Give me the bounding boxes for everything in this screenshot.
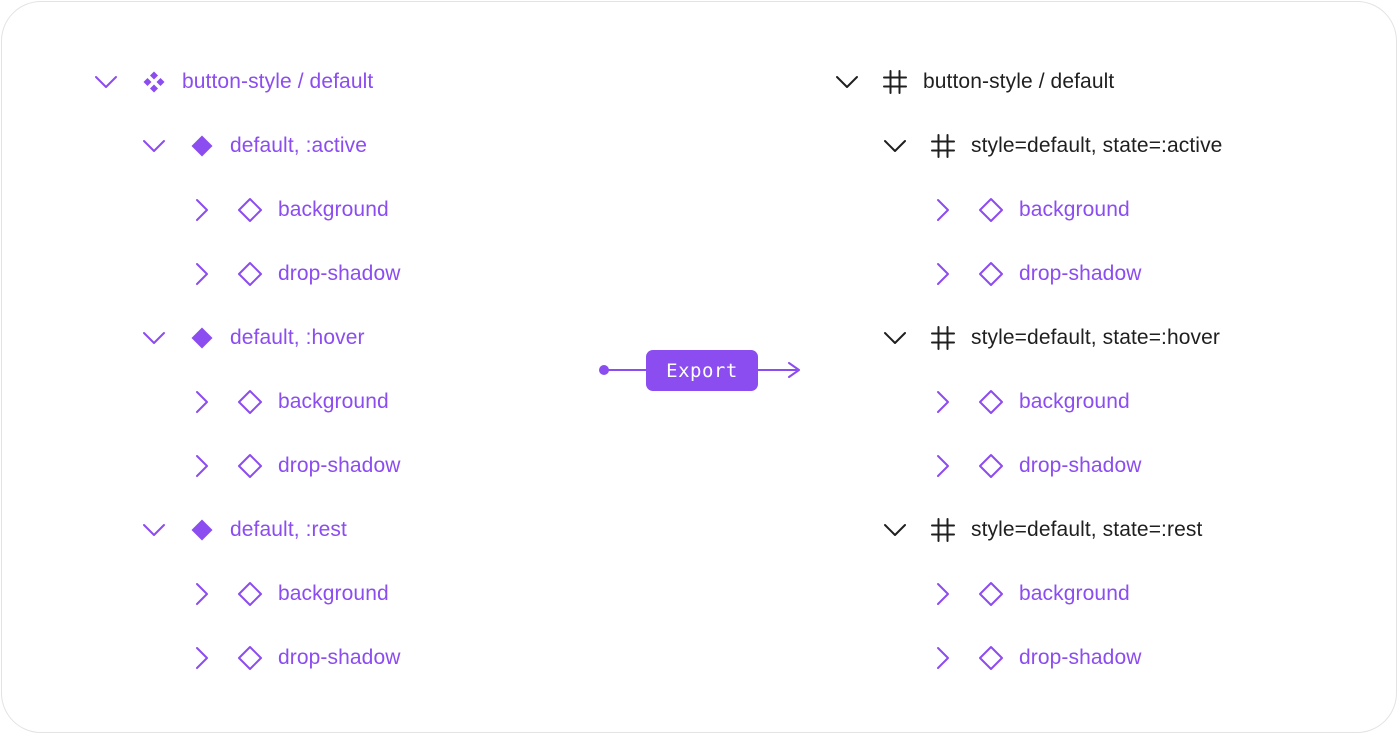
instance-icon xyxy=(975,258,1007,290)
layer-label: style=default, state=:hover xyxy=(971,326,1221,349)
chevron-down-icon[interactable] xyxy=(138,514,170,546)
layer-label: button-style / default xyxy=(182,70,374,93)
connector-line xyxy=(757,369,797,371)
chevron-down-icon[interactable] xyxy=(831,66,863,98)
layer-label: default, :rest xyxy=(230,518,347,541)
instance-icon xyxy=(975,642,1007,674)
tree-row-variant[interactable]: style=default, state=:hover xyxy=(831,306,1222,370)
layer-label: background xyxy=(278,582,389,605)
chevron-right-icon[interactable] xyxy=(927,450,959,482)
tree-row-child[interactable]: drop-shadow xyxy=(90,434,401,498)
source-layer-tree: button-style / default default, :active … xyxy=(90,50,401,690)
instance-icon xyxy=(234,258,266,290)
instance-icon xyxy=(975,450,1007,482)
chevron-right-icon[interactable] xyxy=(927,578,959,610)
frame-icon xyxy=(927,130,959,162)
layer-label: drop-shadow xyxy=(1019,454,1142,477)
layer-label: background xyxy=(1019,198,1130,221)
chevron-down-icon[interactable] xyxy=(879,130,911,162)
tree-row-variant[interactable]: style=default, state=:rest xyxy=(831,498,1222,562)
tree-row-child[interactable]: drop-shadow xyxy=(831,434,1222,498)
component-icon xyxy=(186,322,218,354)
chevron-right-icon[interactable] xyxy=(186,642,218,674)
export-button[interactable]: Export xyxy=(646,350,758,391)
instance-icon xyxy=(234,578,266,610)
layer-label: background xyxy=(278,198,389,221)
layer-label: background xyxy=(278,390,389,413)
connector-start-dot xyxy=(599,365,609,375)
exported-layer-tree: button-style / default style=default, st… xyxy=(831,50,1222,690)
instance-icon xyxy=(234,450,266,482)
component-set-icon xyxy=(138,66,170,98)
tree-row-variant[interactable]: default, :active xyxy=(90,114,401,178)
component-icon xyxy=(186,130,218,162)
tree-row-variant[interactable]: default, :hover xyxy=(90,306,401,370)
tree-row-child[interactable]: background xyxy=(90,562,401,626)
tree-row-child[interactable]: drop-shadow xyxy=(90,626,401,690)
chevron-right-icon[interactable] xyxy=(186,194,218,226)
chevron-right-icon[interactable] xyxy=(186,578,218,610)
chevron-right-icon[interactable] xyxy=(186,450,218,482)
tree-row-child[interactable]: drop-shadow xyxy=(90,242,401,306)
chevron-right-icon[interactable] xyxy=(927,386,959,418)
arrow-right-icon xyxy=(787,362,801,383)
chevron-right-icon[interactable] xyxy=(927,258,959,290)
chevron-down-icon[interactable] xyxy=(138,130,170,162)
chevron-right-icon[interactable] xyxy=(927,194,959,226)
export-connector: Export xyxy=(599,350,804,391)
instance-icon xyxy=(234,642,266,674)
component-icon xyxy=(186,514,218,546)
layer-label: style=default, state=:rest xyxy=(971,518,1203,541)
frame-icon xyxy=(879,66,911,98)
tree-row-child[interactable]: background xyxy=(831,562,1222,626)
chevron-down-icon[interactable] xyxy=(90,66,122,98)
tree-row-child[interactable]: drop-shadow xyxy=(831,626,1222,690)
layer-label: button-style / default xyxy=(923,70,1115,93)
frame-icon xyxy=(927,322,959,354)
instance-icon xyxy=(975,386,1007,418)
layer-label: drop-shadow xyxy=(278,454,401,477)
layer-label: drop-shadow xyxy=(1019,262,1142,285)
layer-label: default, :active xyxy=(230,134,368,157)
layer-label: style=default, state=:active xyxy=(971,134,1223,157)
instance-icon xyxy=(975,194,1007,226)
tree-row-root[interactable]: button-style / default xyxy=(831,50,1222,114)
chevron-down-icon[interactable] xyxy=(879,514,911,546)
layer-label: background xyxy=(1019,390,1130,413)
layer-label: default, :hover xyxy=(230,326,365,349)
instance-icon xyxy=(975,578,1007,610)
tree-row-child[interactable]: background xyxy=(90,178,401,242)
instance-icon xyxy=(234,386,266,418)
layer-label: drop-shadow xyxy=(278,262,401,285)
tree-row-variant[interactable]: default, :rest xyxy=(90,498,401,562)
frame-icon xyxy=(927,514,959,546)
connector-line xyxy=(605,369,647,371)
tree-row-root[interactable]: button-style / default xyxy=(90,50,401,114)
chevron-right-icon[interactable] xyxy=(186,386,218,418)
tree-row-child[interactable]: drop-shadow xyxy=(831,242,1222,306)
layer-label: drop-shadow xyxy=(278,646,401,669)
chevron-right-icon[interactable] xyxy=(186,258,218,290)
instance-icon xyxy=(234,194,266,226)
tree-row-child[interactable]: background xyxy=(831,178,1222,242)
tree-row-child[interactable]: background xyxy=(831,370,1222,434)
chevron-down-icon[interactable] xyxy=(879,322,911,354)
tree-row-variant[interactable]: style=default, state=:active xyxy=(831,114,1222,178)
chevron-right-icon[interactable] xyxy=(927,642,959,674)
chevron-down-icon[interactable] xyxy=(138,322,170,354)
tree-row-child[interactable]: background xyxy=(90,370,401,434)
layer-label: background xyxy=(1019,582,1130,605)
layer-label: drop-shadow xyxy=(1019,646,1142,669)
